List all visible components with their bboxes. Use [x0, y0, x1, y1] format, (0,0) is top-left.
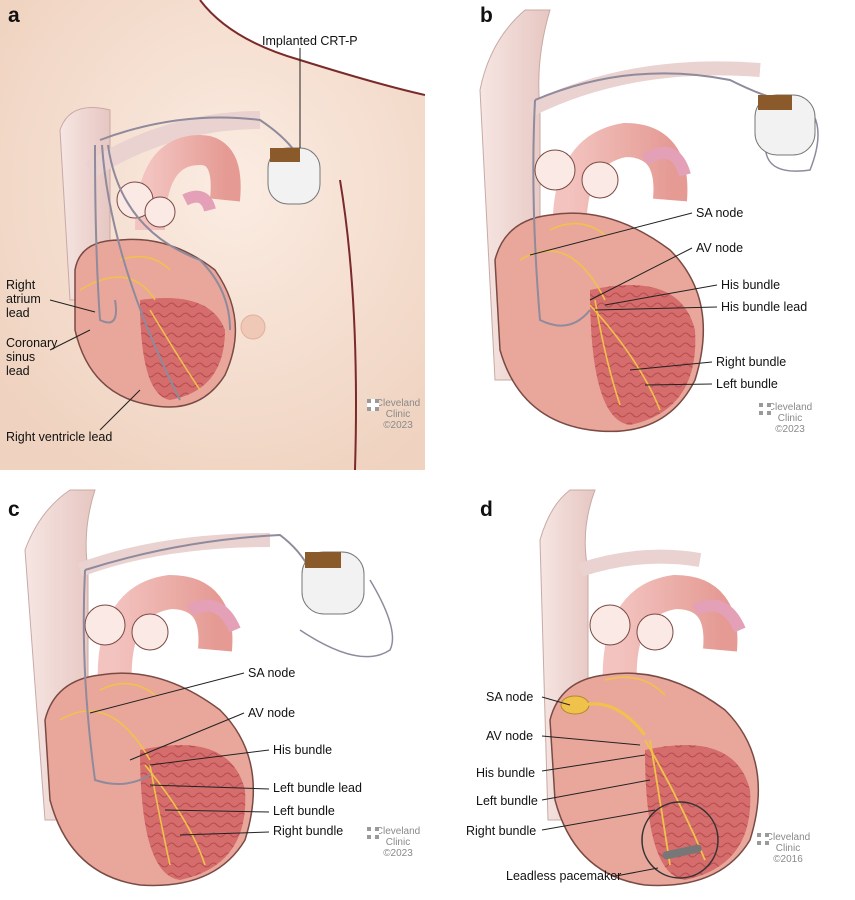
panel-label: d: [480, 498, 493, 521]
left-bundle-label: Left bundle: [716, 377, 778, 391]
cleveland-clinic-logo-icon: [757, 833, 769, 845]
panel-label: c: [8, 498, 20, 521]
panel-b-illustration: [479, 9, 819, 433]
right-bundle-label: Right bundle: [466, 824, 537, 838]
panel-c-illustration: [24, 489, 394, 887]
sa-node-label: SA node: [248, 666, 296, 680]
right-bundle-label: Right bundle: [273, 824, 344, 838]
panel-d: d SA node AV node His bundle Left bundle…: [430, 480, 855, 900]
right-atrium-lead-label: Right atrium lead: [6, 278, 41, 320]
panel-a: a Implanted CRT-P Right atrium lead Coro…: [0, 0, 425, 470]
av-node-label: AV node: [696, 241, 744, 255]
cleveland-clinic-credit: Cleveland Clinic ©2023: [366, 398, 425, 431]
sa-node-label: SA node: [696, 206, 744, 220]
right-bundle-label: Right bundle: [716, 355, 787, 369]
panel-a-illustration: [0, 0, 425, 470]
cleveland-clinic-credit: Cleveland Clinic ©2023: [366, 826, 425, 859]
his-bundle-label: His bundle: [273, 743, 333, 757]
cleveland-clinic-credit: Cleveland Clinic ©2023: [758, 402, 822, 435]
coronary-sinus-lead-label: Coronary sinus lead: [6, 336, 58, 378]
his-bundle-label: His bundle: [721, 278, 781, 292]
right-ventricle-lead-label: Right ventricle lead: [6, 430, 113, 444]
leadless-pacemaker-label: Leadless pacemaker: [506, 869, 622, 883]
cleveland-clinic-logo-icon: [367, 827, 379, 839]
panel-b: b SA node AV node His bundle His bundle …: [430, 0, 855, 470]
implanted-crtp-label: Implanted CRT-P: [262, 34, 358, 48]
panel-d-illustration: [539, 489, 760, 887]
left-bundle-lead-label: Left bundle lead: [273, 781, 362, 795]
panel-c: c SA node AV node His bundle Left bundle…: [0, 480, 425, 900]
panel-label: b: [480, 4, 493, 27]
cleveland-clinic-logo-icon: [759, 403, 771, 415]
cleveland-clinic-credit: Cleveland Clinic ©2016: [756, 832, 820, 865]
panel-label: a: [8, 4, 20, 27]
sa-node-label: SA node: [486, 690, 534, 704]
his-bundle-label: His bundle: [476, 766, 536, 780]
av-node-label: AV node: [248, 706, 296, 720]
his-bundle-lead-label: His bundle lead: [721, 300, 808, 314]
av-node-label: AV node: [486, 729, 534, 743]
left-bundle-label: Left bundle: [273, 804, 335, 818]
left-bundle-label: Left bundle: [476, 794, 538, 808]
cleveland-clinic-logo-icon: [367, 399, 379, 411]
